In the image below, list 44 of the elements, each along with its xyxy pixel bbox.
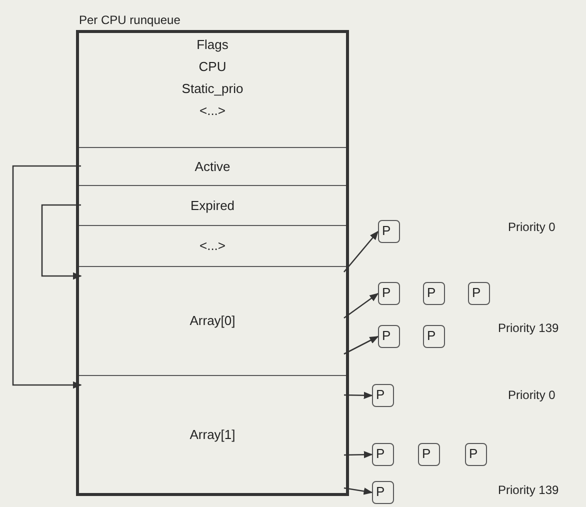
process-box (378, 325, 400, 348)
process-box (418, 443, 440, 466)
process-label: P (375, 445, 386, 463)
field-label: Flags (196, 36, 230, 54)
arrow (344, 451, 373, 458)
field-label: Array[1] (188, 426, 236, 444)
arrow (344, 292, 379, 319)
arrow (344, 230, 379, 272)
process-label: P (381, 327, 392, 345)
process-box (465, 443, 487, 466)
priority-label: Priority 0 (508, 388, 556, 402)
process-box (423, 325, 445, 348)
priority-label: Priority 0 (508, 220, 556, 234)
process-box (372, 384, 394, 407)
field-label: Expired (189, 196, 236, 215)
arrow (41, 204, 82, 280)
process-label: P (381, 222, 392, 240)
process-label: P (375, 483, 386, 501)
process-label: P (471, 284, 482, 302)
arrow (344, 487, 373, 495)
field-label: Active (194, 158, 232, 176)
priority-label: Priority 139 (498, 321, 559, 335)
process-label: P (426, 327, 437, 345)
runqueue-heading: Per CPU runqueue (79, 12, 180, 29)
process-label: P (426, 284, 437, 302)
arrow (344, 336, 379, 355)
process-box (378, 220, 400, 243)
process-box (372, 443, 394, 466)
arrow (12, 165, 82, 389)
process-box (372, 481, 394, 504)
process-box (378, 282, 400, 305)
process-box (468, 282, 490, 305)
priority-label: Priority 139 (498, 483, 559, 497)
field-label: Array[0] (188, 312, 236, 330)
process-label: P (421, 445, 432, 463)
field-label: <...> (198, 237, 227, 255)
process-label: P (468, 445, 479, 463)
field-label: CPU (198, 58, 228, 76)
process-label: P (375, 386, 386, 404)
arrow (344, 392, 373, 399)
field-label: Static_prio (180, 80, 244, 98)
process-box (423, 282, 445, 305)
process-label: P (381, 284, 392, 302)
field-label: <...> (198, 102, 227, 120)
